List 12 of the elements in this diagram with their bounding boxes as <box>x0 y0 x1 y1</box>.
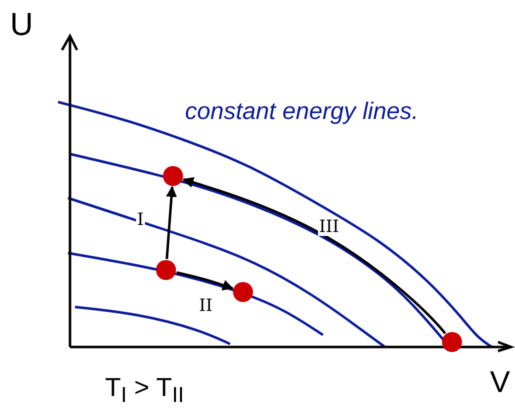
edge-label: III <box>318 219 340 236</box>
state-point <box>156 260 176 280</box>
axis-label: V <box>490 368 510 398</box>
arrow <box>182 177 446 334</box>
state-point <box>442 332 462 352</box>
state-point <box>163 166 183 186</box>
state-point <box>233 282 253 302</box>
annotation: constant energy lines. <box>185 100 418 124</box>
axis-label: U <box>10 8 34 40</box>
arrow <box>166 186 177 260</box>
temperature-relation: T$_{I}$ > T$_{II}$ <box>105 374 184 406</box>
arrow <box>176 271 234 290</box>
